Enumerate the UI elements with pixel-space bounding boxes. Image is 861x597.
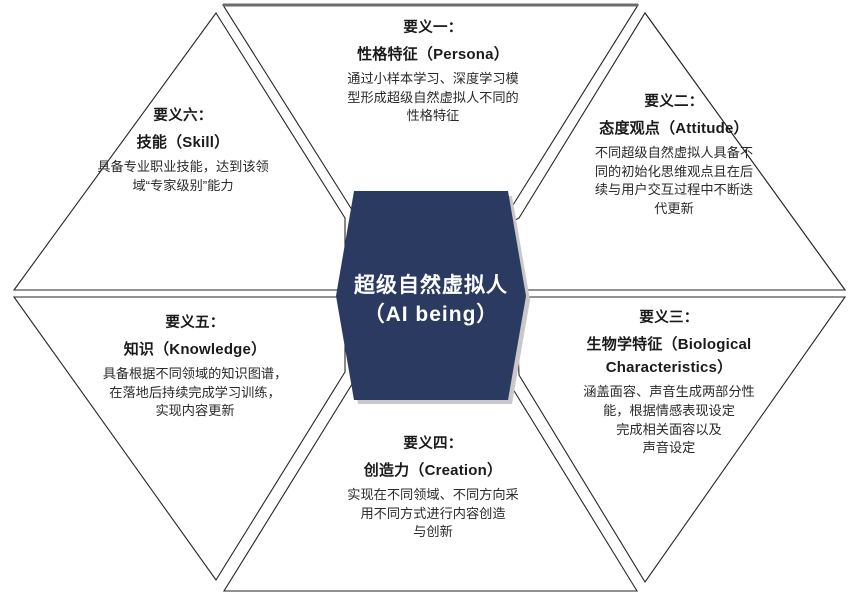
- desc-line: 不同超级自然虚拟人具备不: [594, 144, 754, 160]
- segment-three-name-line2: Characteristics）: [605, 358, 733, 376]
- segment-shape-three[interactable]: [515, 296, 847, 584]
- segment-three-name: 生物学特征（Biological: [586, 335, 752, 353]
- desc-line: 声音设定: [642, 440, 696, 456]
- desc-line: 与创新: [413, 524, 453, 540]
- segment-three-text: 要义三： 生物学特征（Biological Characteristics） 涵…: [533, 308, 805, 458]
- segment-two-text: 要义二： 态度观点（Attitude） 不同超级自然虚拟人具备不 同的初始化思维…: [545, 92, 803, 219]
- desc-line: 域“专家级别”能力: [132, 177, 234, 193]
- segment-one-index: 要义一：: [403, 20, 463, 36]
- core-label: 超级自然虚拟人 （AI being）: [318, 272, 544, 330]
- desc-line: 具备根据不同领域的知识图谱，: [102, 365, 288, 381]
- segment-six-text: 要义六： 技能（Skill） 具备专业职业技能，达到该领 域“专家级别”能力: [52, 106, 314, 195]
- core-subtitle: （AI being）: [363, 302, 499, 326]
- segment-one-text: 要义一： 性格特征（Persona） 通过小样本学习、深度学习模 型形成超级自然…: [283, 18, 583, 126]
- segment-five-desc: 具备根据不同领域的知识图谱， 在落地后持续完成学习训练， 实现内容更新: [50, 365, 340, 421]
- segment-two-index: 要义二：: [644, 94, 704, 110]
- desc-line: 续与用户交互过程中不断迭: [594, 182, 754, 198]
- desc-line: 代更新: [654, 201, 694, 217]
- desc-line: 型形成超级自然虚拟人不同的: [347, 89, 519, 105]
- desc-line: 用不同方式进行内容创造: [360, 505, 506, 521]
- desc-line: 性格特征: [406, 108, 460, 124]
- segment-four-desc: 实现在不同领域、不同方向采 用不同方式进行内容创造 与创新: [283, 486, 583, 542]
- desc-line: 具备专业职业技能，达到该领: [97, 158, 269, 174]
- segment-four-index: 要义四：: [403, 436, 463, 452]
- desc-line: 实现内容更新: [155, 403, 235, 419]
- desc-line: 完成相关面容以及: [616, 421, 722, 437]
- segment-six-desc: 具备专业职业技能，达到该领 域“专家级别”能力: [52, 158, 314, 195]
- segment-six-index: 要义六：: [153, 108, 213, 124]
- segment-four-text: 要义四： 创造力（Creation） 实现在不同领域、不同方向采 用不同方式进行…: [283, 434, 583, 542]
- desc-line: 在落地后持续完成学习训练，: [109, 384, 281, 400]
- segment-three-desc: 涵盖面容、声音生成两部分性 能，根据情感表现设定 完成相关面容以及 声音设定: [533, 383, 805, 458]
- segment-shape-five[interactable]: [12, 296, 346, 581]
- segment-three-index: 要义三：: [639, 310, 699, 326]
- desc-line: 通过小样本学习、深度学习模: [347, 70, 519, 86]
- segment-one-name: 性格特征（Persona）: [357, 45, 509, 63]
- core-hexagon[interactable]: [336, 191, 526, 400]
- segment-two-name: 态度观点（Attitude）: [599, 119, 749, 137]
- segment-six-name: 技能（Skill）: [136, 133, 230, 151]
- segment-five-name: 知识（Knowledge）: [123, 340, 267, 358]
- segment-five-index: 要义五：: [165, 315, 225, 331]
- segment-four-name: 创造力（Creation）: [363, 461, 503, 479]
- desc-line: 涵盖面容、声音生成两部分性: [583, 384, 755, 400]
- desc-line: 能，根据情感表现设定: [603, 402, 735, 418]
- desc-line: 同的初始化思维观点且在后: [594, 163, 754, 179]
- segment-two-desc: 不同超级自然虚拟人具备不 同的初始化思维观点且在后 续与用户交互过程中不断迭 代…: [545, 144, 803, 219]
- segment-one-desc: 通过小样本学习、深度学习模 型形成超级自然虚拟人不同的 性格特征: [283, 70, 583, 126]
- core-title: 超级自然虚拟人: [354, 274, 508, 297]
- segment-five-text: 要义五： 知识（Knowledge） 具备根据不同领域的知识图谱， 在落地后持续…: [50, 313, 340, 421]
- desc-line: 实现在不同领域、不同方向采: [347, 486, 519, 502]
